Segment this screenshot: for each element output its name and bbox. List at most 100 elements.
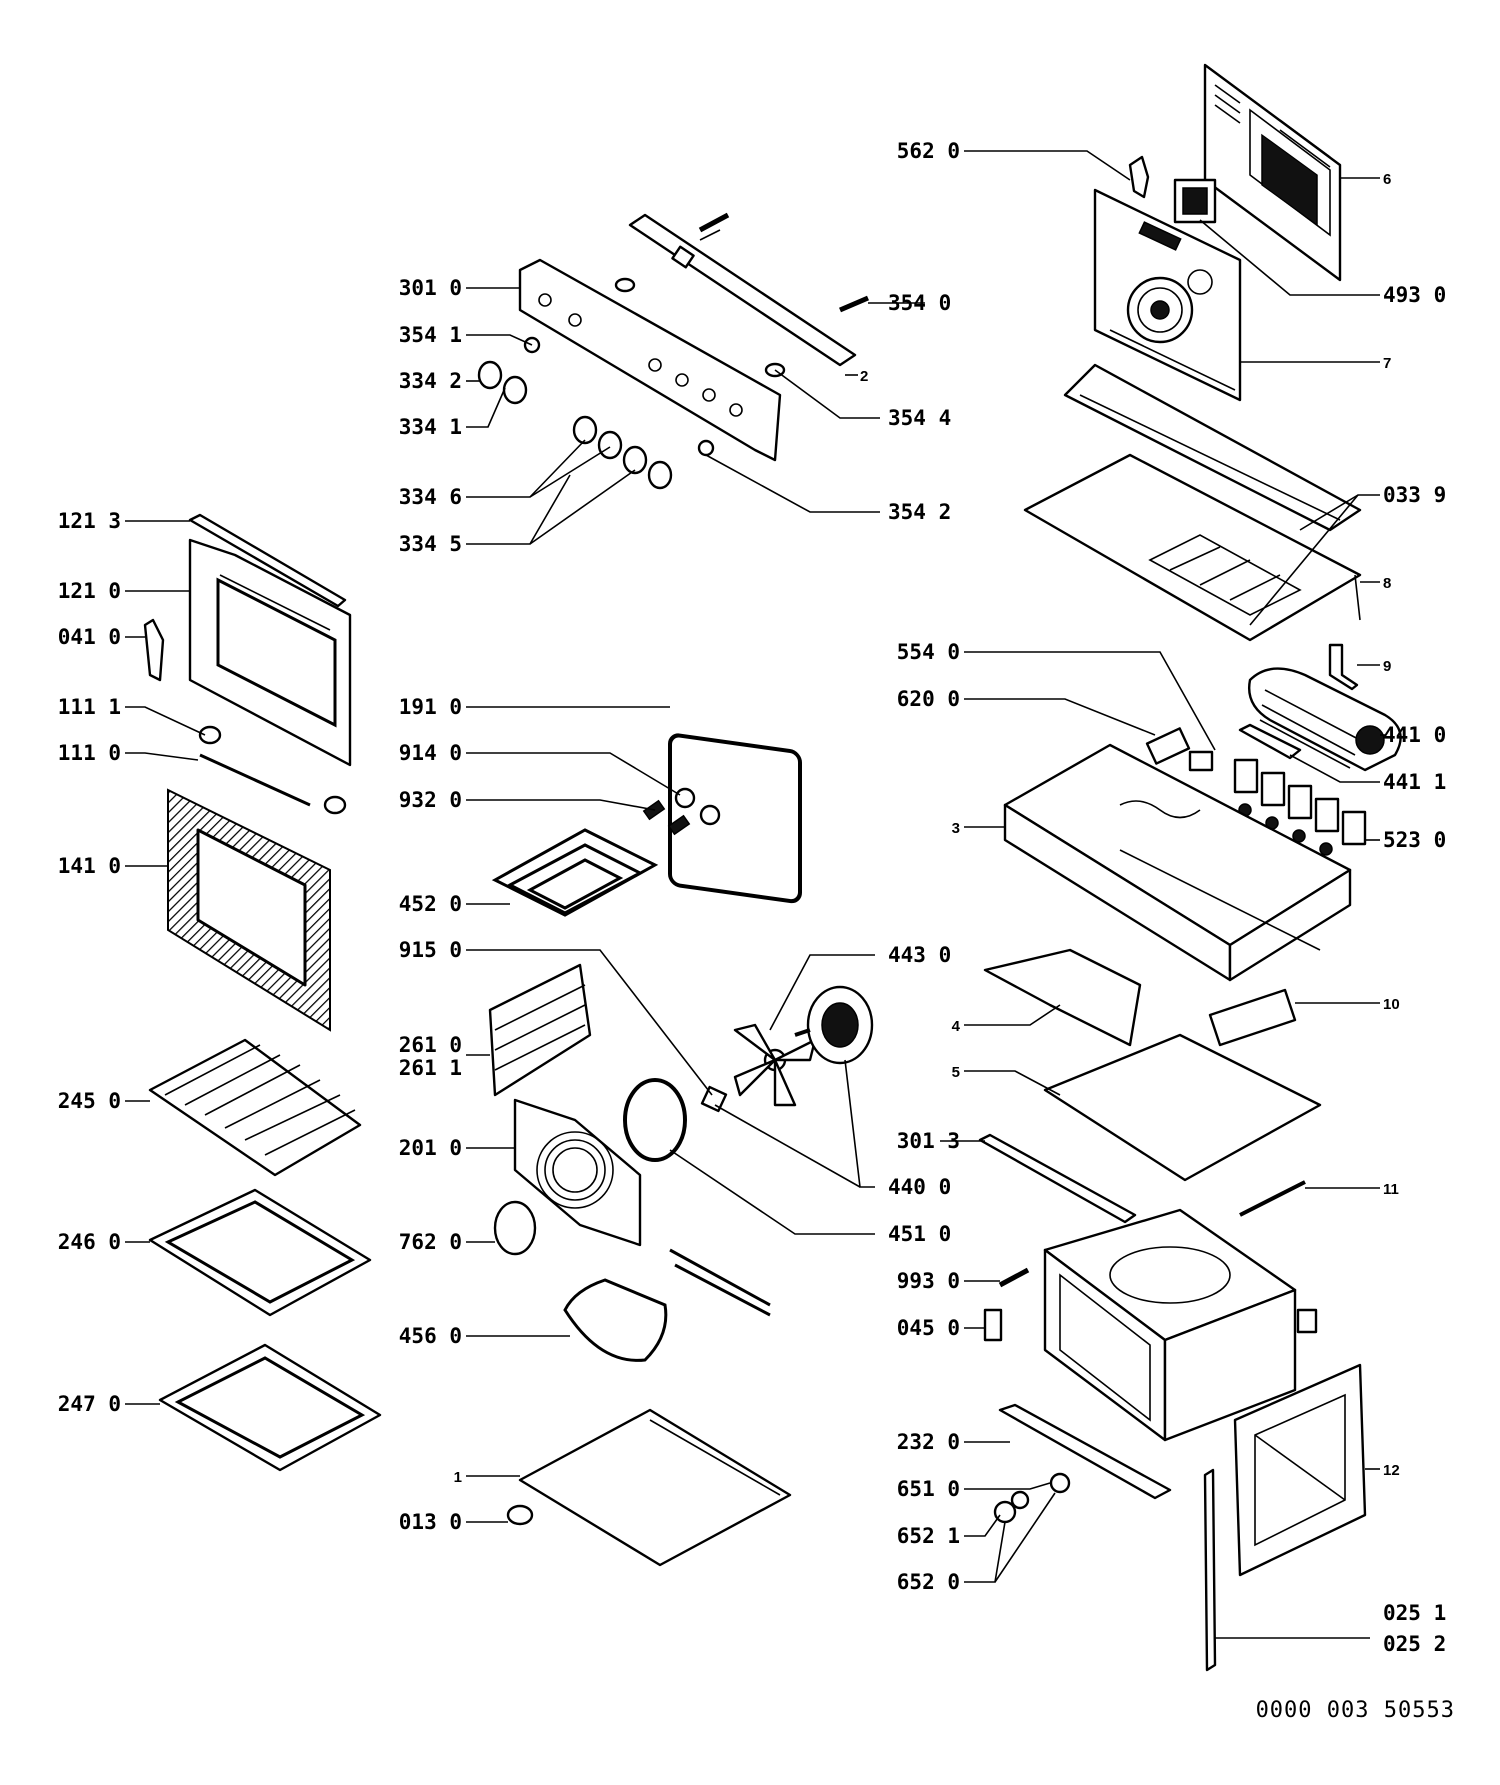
side-frame-12-part: [1233, 1363, 1367, 1577]
leader-lines: [125, 150, 1385, 1639]
callout-451-0: 451 0: [888, 1222, 951, 1246]
callout-7: 7: [1383, 355, 1391, 372]
nut-915-part: [700, 1085, 728, 1113]
callout-456-0: 456 0: [399, 1324, 462, 1348]
lamp-parts: [993, 1472, 1071, 1524]
fan-blade-part: [733, 1023, 817, 1107]
bracket-562-part: [1128, 155, 1150, 199]
callout-443-0: 443 0: [888, 943, 951, 967]
callout-025-1: 025 1: [1383, 1601, 1446, 1625]
callout-1: 1: [454, 1469, 462, 1486]
rod-11-part: [1239, 1180, 1306, 1217]
callout-111-0: 111 0: [58, 741, 121, 765]
callout-301-0: 301 0: [399, 276, 462, 300]
callout-354-2: 354 2: [888, 500, 951, 524]
callout-2: 2: [860, 368, 868, 385]
callout-201-0: 201 0: [399, 1136, 462, 1160]
callout-652-0: 652 0: [897, 1570, 960, 1594]
hinge-part: [143, 618, 165, 682]
callout-620-0: 620 0: [897, 687, 960, 711]
callout-562-0: 562 0: [897, 139, 960, 163]
thermostat-part: [1173, 178, 1217, 224]
callout-354-0: 354 0: [888, 291, 951, 315]
callout-245-0: 245 0: [58, 1089, 121, 1113]
rail-301-3-part: [978, 1133, 1137, 1224]
callout-354-1: 354 1: [399, 323, 462, 347]
relay-620-part: [1145, 727, 1214, 772]
inner-door-part: [188, 538, 352, 767]
bracket-111-part: [198, 725, 347, 815]
callout-121-3: 121 3: [58, 509, 121, 533]
callout-554-0: 554 0: [897, 640, 960, 664]
callout-334-1: 334 1: [399, 415, 462, 439]
wire-shelf-part: [148, 1038, 362, 1177]
callout-493-0: 493 0: [1383, 283, 1446, 307]
callout-993-0: 993 0: [897, 1269, 960, 1293]
shelf-5-part: [1043, 1033, 1322, 1182]
callout-301-3: 301 3: [897, 1129, 960, 1153]
side-strip-025-part: [1203, 1468, 1217, 1672]
bottom-rail-232-part: [998, 1403, 1172, 1500]
callout-013-0: 013 0: [399, 1510, 462, 1534]
nuts-springs-part: [642, 787, 721, 836]
tray-4-part: [983, 948, 1142, 1047]
control-panel-rear-part: [628, 213, 857, 367]
callout-354-4: 354 4: [888, 406, 951, 430]
control-knobs-part: [477, 360, 673, 490]
oven-cavity-part: [1043, 1208, 1318, 1442]
callout-440-0: 440 0: [888, 1175, 951, 1199]
callout-441-1: 441 1: [1383, 770, 1446, 794]
callout-232-0: 232 0: [897, 1430, 960, 1454]
top-strip-part: [1063, 363, 1362, 532]
callout-261-1: 261 1: [399, 1056, 462, 1080]
callout-261-0: 261 0: [399, 1033, 462, 1057]
shelf-runner-part: [488, 963, 592, 1097]
callout-762-0: 762 0: [399, 1230, 462, 1254]
bracket-045-part: [983, 1308, 1003, 1342]
callout-3: 3: [952, 820, 960, 837]
strip-10-part: [1208, 988, 1297, 1047]
callout-111-1: 111 1: [58, 695, 121, 719]
clip-9-part: [1328, 643, 1359, 691]
grill-element-part: [491, 828, 659, 917]
callout-246-0: 246 0: [58, 1230, 121, 1254]
callout-334-2: 334 2: [399, 369, 462, 393]
callout-025-2: 025 2: [1383, 1632, 1446, 1656]
callout-334-5: 334 5: [399, 532, 462, 556]
outer-door-part: [167, 788, 331, 1032]
door-gasket-part: [668, 733, 802, 904]
callout-191-0: 191 0: [399, 695, 462, 719]
fan-cover-part: [513, 1098, 642, 1247]
callout-247-0: 247 0: [58, 1392, 121, 1416]
callout-915-0: 915 0: [399, 938, 462, 962]
callout-932-0: 932 0: [399, 788, 462, 812]
callout-914-0: 914 0: [399, 741, 462, 765]
callout-523-0: 523 0: [1383, 828, 1446, 852]
circular-element-part: [623, 1078, 687, 1162]
callout-334-6: 334 6: [399, 485, 462, 509]
callout-041-0: 041 0: [58, 625, 121, 649]
bottom-panel-part: [518, 1408, 792, 1567]
foot-013-part: [506, 1504, 534, 1526]
callout-652-1: 652 1: [897, 1524, 960, 1548]
callout-6: 6: [1383, 171, 1391, 188]
callout-121-0: 121 0: [58, 579, 121, 603]
callout-8: 8: [1383, 575, 1391, 592]
callout-12: 12: [1383, 1462, 1400, 1479]
callout-5: 5: [952, 1064, 960, 1081]
control-housing-part: [1003, 743, 1352, 982]
cooling-fan-motor-part: [1248, 667, 1402, 772]
terminal-strip-part: [1238, 723, 1302, 760]
callout-033-9: 033 9: [1383, 483, 1446, 507]
lower-element-part: [563, 1248, 771, 1362]
drip-pan-part: [158, 1343, 382, 1472]
callout-651-0: 651 0: [897, 1477, 960, 1501]
callout-4: 4: [952, 1018, 961, 1035]
callout-441-0: 441 0: [1383, 723, 1446, 747]
selector-switches-part: [1233, 758, 1367, 856]
callout-10: 10: [1383, 996, 1400, 1013]
callout-452-0: 452 0: [399, 892, 462, 916]
fan-motor-part: [794, 985, 874, 1065]
callout-11: 11: [1383, 1181, 1399, 1198]
